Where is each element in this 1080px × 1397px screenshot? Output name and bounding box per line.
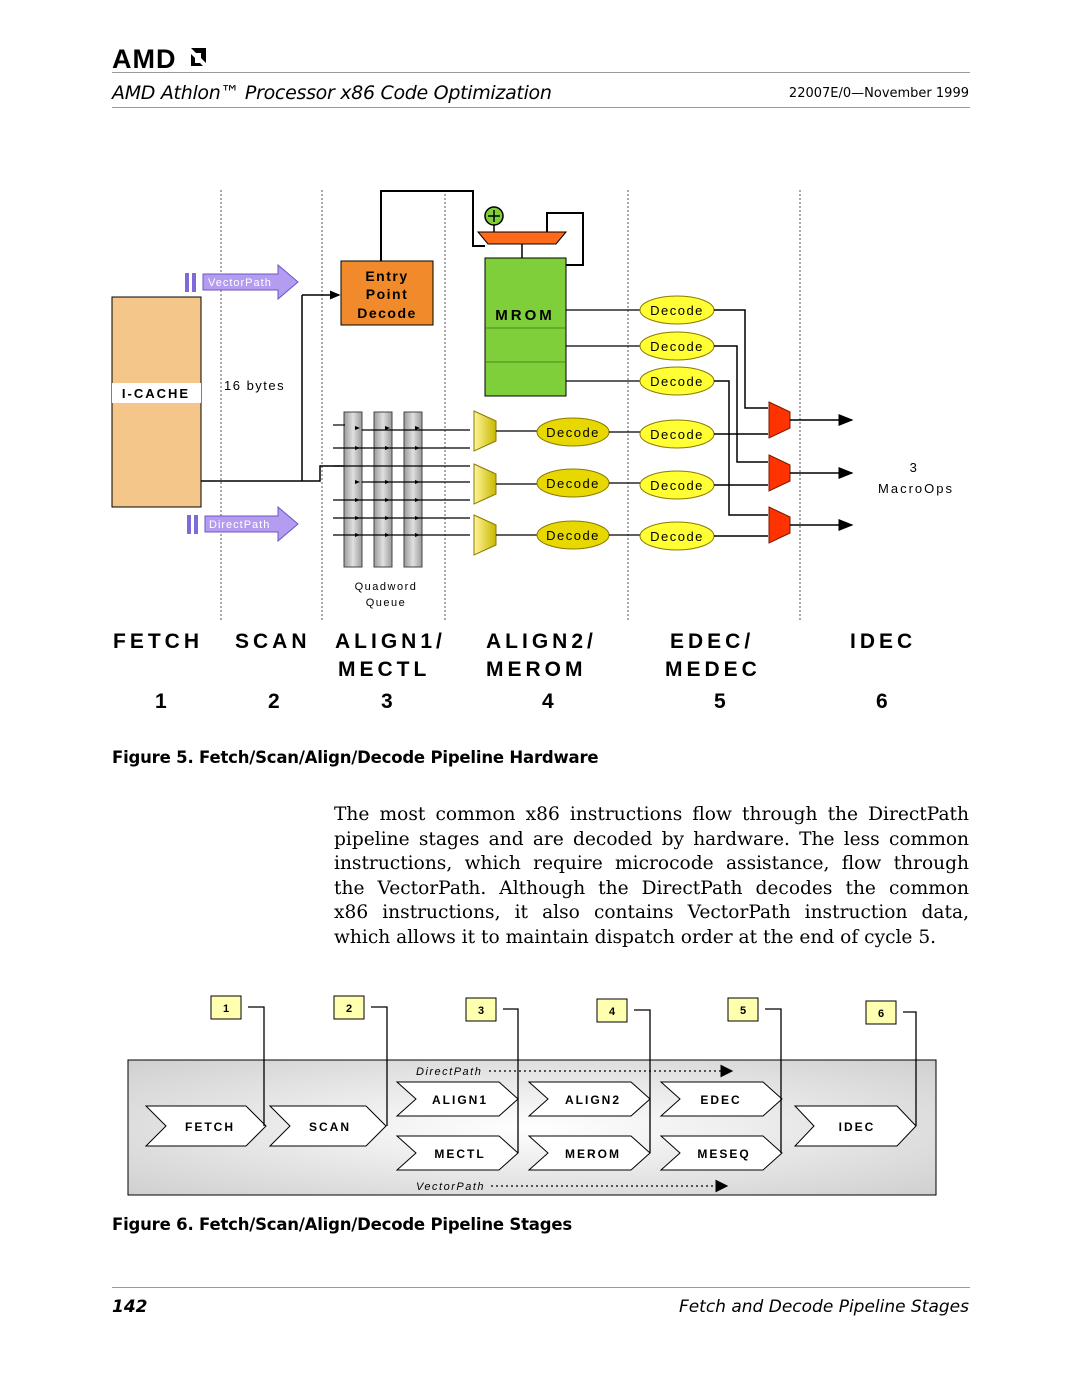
figure5-diagram: VectorPath DirectPath I-CACHE 16 bytes E… xyxy=(111,190,954,713)
stage-number: 1 xyxy=(155,690,167,713)
stage-name: IDEC xyxy=(850,630,916,653)
amd-logo-text: AMD xyxy=(112,44,177,74)
decode-label: Decode xyxy=(546,425,600,440)
doc-id: 22007E/0—November 1999 xyxy=(788,86,969,101)
directpath-arrow: DirectPath xyxy=(187,505,299,543)
stage-name: ALIGN2/ xyxy=(486,630,597,653)
queue-label-line2: Queue xyxy=(366,597,407,609)
idec-mux-icon xyxy=(768,401,791,439)
amd-arrow-icon xyxy=(191,48,206,66)
body-line: pipeline stages and are decoded by hardw… xyxy=(334,828,969,850)
quadword-queue: Quadword Queue xyxy=(333,411,470,609)
header-rule-bottom xyxy=(112,107,970,108)
stage-chevron xyxy=(268,1105,387,1147)
stage-name: ALIGN1/ xyxy=(335,630,446,653)
doc-title: AMD Athlon™ Processor x86 Code Optimizat… xyxy=(112,82,552,104)
stage-number: 5 xyxy=(714,690,726,713)
body-line: x86 instructions, it also contains Vecto… xyxy=(334,902,969,924)
stage-name: SCAN xyxy=(235,630,311,653)
decode-label: Decode xyxy=(650,529,704,544)
entry-point-line3: Decode xyxy=(357,305,417,321)
stage-label-scan: SCAN xyxy=(309,1120,351,1134)
stage-number-box: 4 xyxy=(609,1006,616,1018)
stage-chevron xyxy=(395,1081,519,1117)
vectorpath-label: VectorPath xyxy=(416,1181,485,1193)
stage-chevron xyxy=(527,1081,651,1117)
stage-chevron xyxy=(793,1105,917,1147)
align-mux-icon xyxy=(473,463,497,505)
stage-chevron xyxy=(144,1105,267,1147)
entry-point-line1: Entry xyxy=(365,268,408,284)
entry-point-line2: Point xyxy=(366,286,409,302)
stage-number: 6 xyxy=(876,690,888,713)
align-decoders: Decode Decode Decode xyxy=(536,417,610,550)
stage-name: MEROM xyxy=(486,658,587,681)
amd-logo: AMD xyxy=(112,44,206,75)
vectorpath-arrow: VectorPath xyxy=(185,263,299,301)
align-mux-icon xyxy=(473,514,497,556)
stage-label-mectl: MECTL xyxy=(434,1147,485,1161)
stage-dividers xyxy=(220,190,801,622)
decode-label: Decode xyxy=(650,427,704,442)
icache-label: I-CACHE xyxy=(122,386,190,401)
edec-decoders: Decode Decode Decode Decode Decode Decod… xyxy=(639,295,715,551)
stage-label-edec: EDEC xyxy=(700,1093,741,1107)
bytes-label: 16 bytes xyxy=(224,378,285,393)
stage-name: FETCH xyxy=(113,630,203,653)
decode-label: Decode xyxy=(650,339,704,354)
footer-section-title: Fetch and Decode Pipeline Stages xyxy=(678,1297,969,1317)
macroops-count: 3 xyxy=(910,460,919,475)
stage-chevron xyxy=(395,1135,519,1171)
stage-number-box: 6 xyxy=(878,1008,884,1020)
stage-number-box: 5 xyxy=(740,1005,746,1017)
body-line: instructions, which require microcode as… xyxy=(334,853,969,875)
decode-label: Decode xyxy=(650,478,704,493)
queue-label-line1: Quadword xyxy=(355,581,418,593)
stage-number: 4 xyxy=(542,690,554,713)
stage-name: MECTL xyxy=(338,658,430,681)
body-line: The most common x86 instructions flow th… xyxy=(334,804,969,825)
header-rule-top xyxy=(112,72,970,73)
body-line: the VectorPath. Although the DirectPath … xyxy=(334,877,969,899)
body-paragraph: The most common x86 instructions flow th… xyxy=(334,803,969,951)
body-line: which allows it to maintain dispatch ord… xyxy=(334,926,937,948)
decode-label: Decode xyxy=(650,303,704,318)
stage-number-box: 1 xyxy=(223,1003,229,1015)
footer-rule xyxy=(112,1287,970,1288)
align-mux-icon xyxy=(473,410,497,452)
stage-number: 3 xyxy=(381,690,393,713)
stage-label-idec: IDEC xyxy=(839,1120,876,1134)
stage-chevron xyxy=(659,1135,783,1171)
macroops-label: MacroOps xyxy=(878,481,954,496)
entry-point-decode xyxy=(340,260,434,326)
decode-label: Decode xyxy=(546,528,600,543)
directpath-label: DirectPath xyxy=(209,519,270,531)
stage-label-align2: ALIGN2 xyxy=(565,1093,621,1107)
figure6-diagram: 1 2 3 4 5 6 FETCH SCAN ALIGN1 MECTL ALIG… xyxy=(127,995,937,1196)
stage-name: MEDEC xyxy=(665,658,761,681)
mrom-label: MROM xyxy=(495,307,555,324)
stage-label-meseq: MESEQ xyxy=(697,1147,750,1161)
stage-label-fetch: FETCH xyxy=(185,1120,235,1134)
stage-name: EDEC/ xyxy=(670,630,754,653)
decode-label: Decode xyxy=(546,476,600,491)
vectorpath-label: VectorPath xyxy=(208,277,272,289)
stage-label-merom: MEROM xyxy=(565,1147,621,1161)
figure6-caption: Figure 6. Fetch/Scan/Align/Decode Pipeli… xyxy=(112,1215,572,1234)
directpath-label: DirectPath xyxy=(416,1066,482,1078)
decode-label: Decode xyxy=(650,374,704,389)
idec-mux-icon xyxy=(768,454,791,492)
stage-number-box: 2 xyxy=(346,1003,352,1015)
stage-label-align1: ALIGN1 xyxy=(432,1093,488,1107)
stage-number: 2 xyxy=(268,690,280,713)
page-number: 142 xyxy=(112,1297,148,1317)
stage-number-box: 3 xyxy=(478,1005,484,1017)
stage-chevron xyxy=(659,1081,783,1117)
stage-chevron xyxy=(527,1135,651,1171)
idec-mux-icon xyxy=(768,506,791,544)
rom-mux-icon xyxy=(476,231,568,245)
figure5-caption: Figure 5. Fetch/Scan/Align/Decode Pipeli… xyxy=(112,748,599,767)
mrom-block xyxy=(484,257,567,397)
